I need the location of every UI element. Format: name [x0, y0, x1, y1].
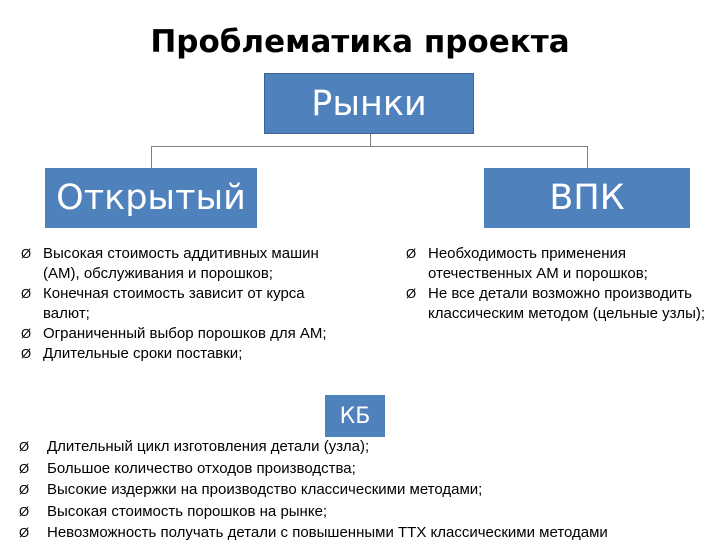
arrow-bullet-icon: Ø [21, 286, 32, 301]
arrow-bullet-icon: Ø [406, 286, 417, 301]
arrow-bullet-icon: Ø [21, 326, 32, 341]
vpk-box: ВПК [484, 168, 690, 228]
page-title: Проблематика проекта [150, 24, 570, 60]
kb-box: КБ [325, 395, 385, 437]
arrow-bullet-icon: Ø [19, 439, 30, 454]
open-market-box: Открытый [45, 168, 257, 228]
open-market-label: Открытый [56, 178, 246, 218]
markets-box: Рынки [264, 73, 474, 134]
connector-root-down [370, 134, 371, 147]
arrow-bullet-icon: Ø [21, 346, 32, 361]
kb-label: КБ [339, 403, 371, 429]
arrow-bullet-icon: Ø [21, 246, 32, 261]
arrow-bullet-icon: Ø [19, 482, 30, 497]
arrow-bullet-icon: Ø [19, 460, 30, 476]
arrow-bullet-icon: Ø [19, 503, 30, 519]
connector-horizontal [151, 146, 587, 147]
arrow-bullet-icon: Ø [406, 246, 417, 261]
connector-left-down [151, 146, 152, 168]
vpk-label: ВПК [549, 178, 625, 218]
arrow-bullet-icon: Ø [19, 525, 30, 540]
markets-label: Рынки [311, 83, 427, 124]
connector-right-down [587, 146, 588, 168]
